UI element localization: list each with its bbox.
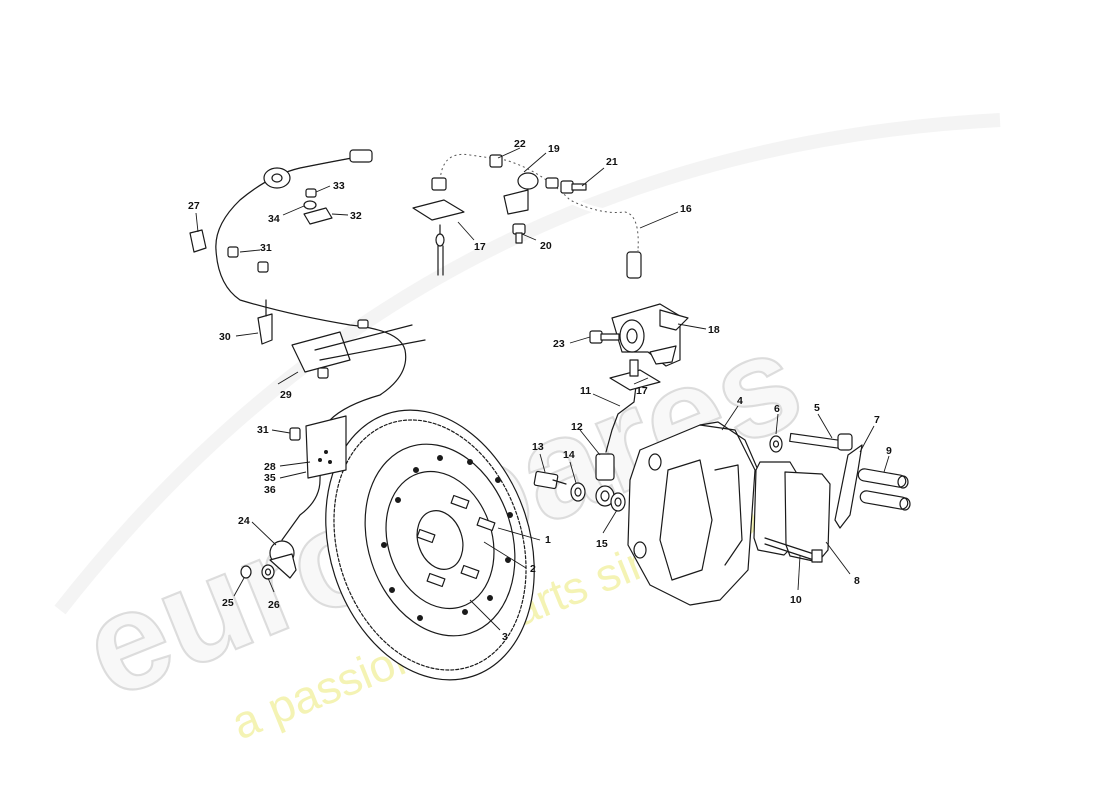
callout-22: 22 xyxy=(514,138,526,150)
sensor-plate-28 xyxy=(305,415,347,479)
caliper-bridge xyxy=(699,421,759,471)
callout-9: 9 xyxy=(886,445,892,457)
wheel-studs xyxy=(416,494,496,588)
callout-10: 10 xyxy=(790,594,802,606)
callout-labels: 1 2 3 4 5 6 7 8 9 10 11 12 13 14 15 16 1… xyxy=(188,138,892,643)
grommet xyxy=(263,167,291,189)
callout-24: 24 xyxy=(238,515,250,527)
bracket-bolt-23 xyxy=(589,330,620,344)
callout-23: 23 xyxy=(553,338,565,350)
banjo-union xyxy=(595,453,615,481)
sensor-bolt xyxy=(240,565,252,579)
harness-bracket-27 xyxy=(189,229,207,253)
brake-pads xyxy=(753,461,831,563)
bracket-19 xyxy=(503,189,529,215)
callout-20: 20 xyxy=(540,240,552,252)
copper-washer-upper xyxy=(570,482,586,502)
flexible-hose xyxy=(431,151,642,279)
anti-rattle-clip xyxy=(834,444,863,529)
callout-19: 19 xyxy=(548,143,560,155)
hose-bracket-lower xyxy=(609,359,661,391)
caliper-bolt xyxy=(789,432,853,451)
disc-centre-bore xyxy=(416,510,464,570)
brake-caliper xyxy=(627,421,759,606)
callout-34: 34 xyxy=(268,213,280,225)
callout-31-upper: 31 xyxy=(260,242,272,254)
callout-28: 28 xyxy=(264,461,276,473)
caliper-body xyxy=(627,424,756,606)
callout-17-upper: 17 xyxy=(474,241,486,253)
outer-pad xyxy=(784,471,831,563)
callout-8: 8 xyxy=(854,575,860,587)
callout-5: 5 xyxy=(814,402,820,414)
caliper-piston-window xyxy=(659,459,713,581)
callout-32: 32 xyxy=(350,210,362,222)
callout-26: 26 xyxy=(268,599,280,611)
callout-16: 16 xyxy=(680,203,692,215)
callout-30: 30 xyxy=(219,331,231,343)
harness-bracket-29 xyxy=(291,324,426,379)
callout-1: 1 xyxy=(545,534,551,546)
callout-35: 35 xyxy=(264,472,276,484)
abs-sensor-harness xyxy=(215,149,407,580)
callout-17-lower: 17 xyxy=(636,385,648,397)
disc-bolt-holes xyxy=(381,455,513,621)
callout-29: 29 xyxy=(280,389,292,401)
callout-13: 13 xyxy=(532,441,544,453)
hose-bracket-upper xyxy=(412,199,465,276)
callout-36: 36 xyxy=(264,484,276,496)
disc-vents xyxy=(333,419,527,671)
callout-4: 4 xyxy=(737,395,743,407)
callout-15: 15 xyxy=(596,538,608,550)
callout-21: 21 xyxy=(606,156,618,168)
callout-6: 6 xyxy=(774,403,780,415)
pad-pins xyxy=(857,468,911,511)
sensor-connector xyxy=(349,149,373,163)
hose-clamp-bracket xyxy=(611,303,689,367)
callout-14: 14 xyxy=(563,449,575,461)
callout-7: 7 xyxy=(874,414,880,426)
harness-bracket-30 xyxy=(257,299,273,345)
bracket-bolt-20 xyxy=(512,223,526,244)
callout-3: 3 xyxy=(502,631,508,643)
retaining-pin xyxy=(764,537,823,563)
caliper-washer xyxy=(769,435,783,453)
watermark: eurospares eurospares a passion for part… xyxy=(54,113,1001,749)
callout-11: 11 xyxy=(580,385,591,397)
banjo-assembly xyxy=(533,385,637,512)
banjo-bolt xyxy=(533,470,559,490)
callout-12: 12 xyxy=(571,421,583,433)
sensor-washer xyxy=(261,564,275,580)
callout-33: 33 xyxy=(333,180,345,192)
leader-lines xyxy=(195,147,890,631)
harness-bolts-31 xyxy=(227,246,301,441)
callout-27: 27 xyxy=(188,200,200,212)
bracket-bolt-21 xyxy=(560,180,587,194)
callout-25: 25 xyxy=(222,597,234,609)
clip-32-33-34 xyxy=(303,188,333,225)
disc-braking-surface xyxy=(364,443,516,637)
brake-pipe xyxy=(605,385,637,453)
copper-washer-lower xyxy=(610,492,626,512)
callout-18: 18 xyxy=(708,324,720,336)
caliper-bleed-port xyxy=(648,453,662,471)
callout-2: 2 xyxy=(530,563,536,575)
watermark-swoosh xyxy=(54,113,1001,615)
callout-31-lower: 31 xyxy=(257,424,269,436)
